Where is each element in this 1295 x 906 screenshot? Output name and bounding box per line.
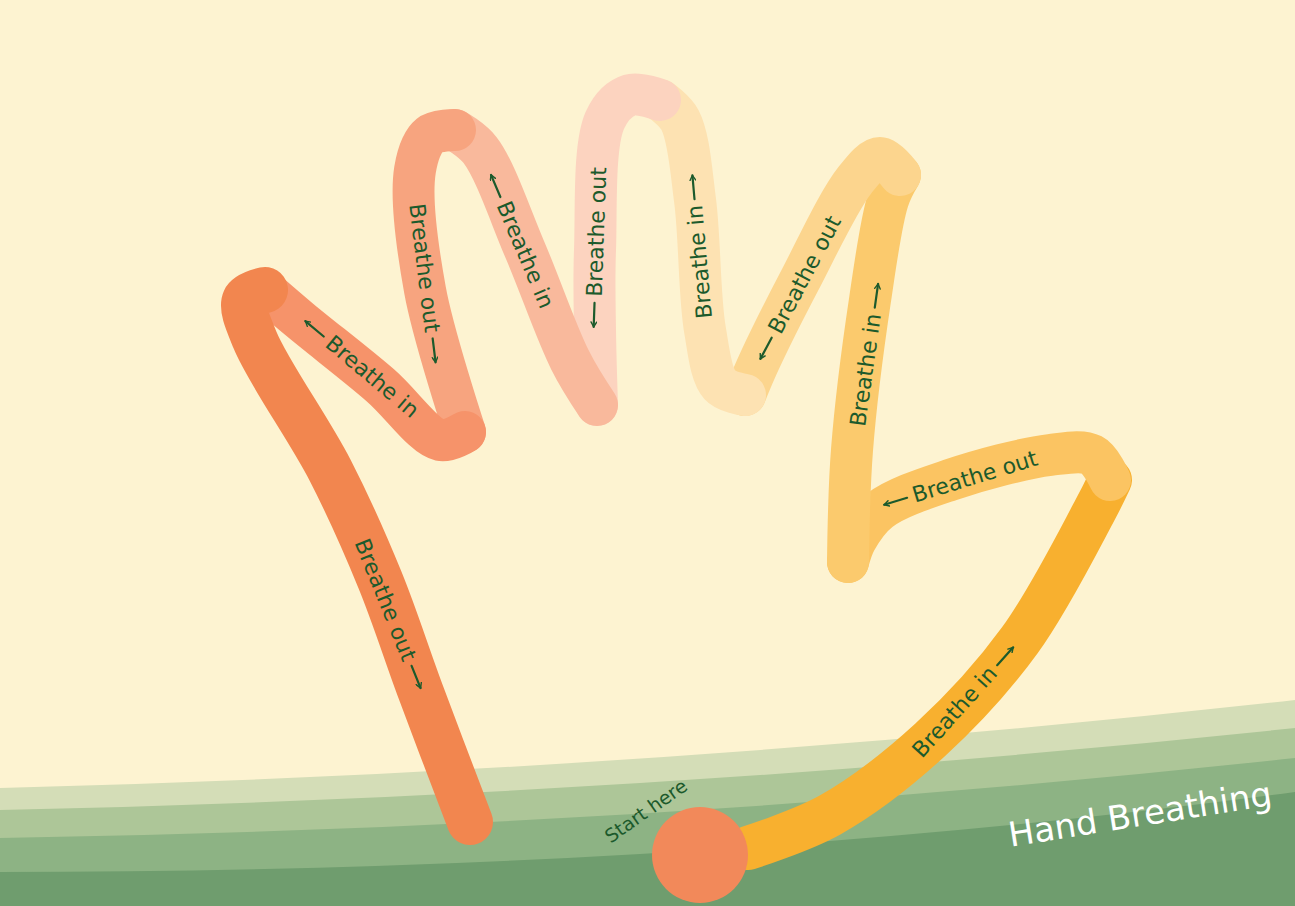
direction-arrow (875, 284, 878, 308)
direction-arrow (760, 338, 771, 359)
direction-arrow (433, 338, 436, 362)
hand-outline-stroke (848, 175, 900, 562)
direction-arrow (593, 303, 596, 327)
start-circle: Start here (652, 807, 748, 903)
hand-outline-stroke (748, 480, 1110, 848)
start-circle-shape (652, 807, 748, 903)
ground-band (0, 728, 1295, 906)
direction-arrows (305, 175, 1013, 688)
direction-arrow (491, 175, 500, 197)
start-circle-fill (652, 807, 748, 903)
hand-outline-stroke (244, 290, 470, 822)
breath-step-label: Breathe out (584, 167, 611, 298)
direction-arrow (412, 666, 421, 688)
hand-outline (244, 94, 1110, 848)
direction-arrow (692, 175, 694, 199)
ground-band (0, 700, 1295, 906)
hand-outline-stroke (455, 130, 597, 405)
hand-outline-stroke (660, 100, 745, 395)
direction-arrow (884, 498, 907, 505)
ground-band (0, 758, 1295, 906)
direction-arrow (997, 647, 1013, 665)
direction-arrow (305, 321, 323, 336)
